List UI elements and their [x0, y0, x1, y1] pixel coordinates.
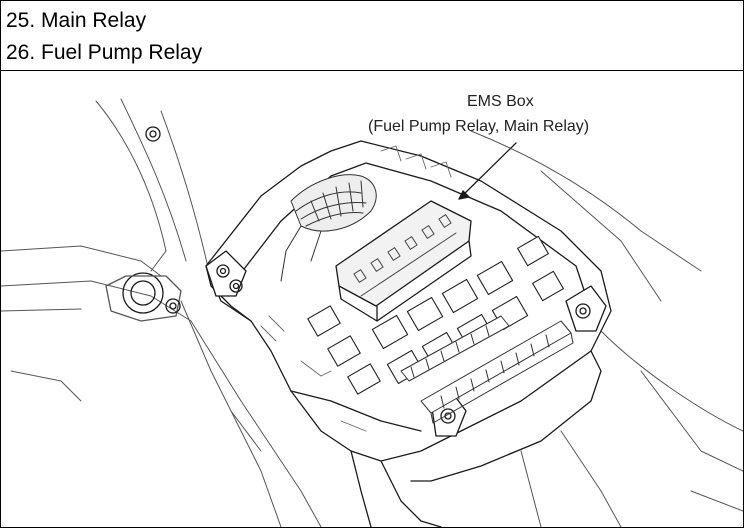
right-panel-lines	[470, 130, 744, 528]
relay-cover	[335, 200, 472, 322]
mounting-ear-left	[205, 250, 247, 297]
bolt-left-mount	[105, 272, 182, 322]
bolt-top-left	[145, 126, 161, 142]
legend-item-main-relay: 25. Main Relay	[6, 9, 147, 32]
ems-box-drawing	[0, 98, 744, 528]
body-panel-lines	[0, 98, 322, 528]
callout-title: EMS Box	[467, 93, 534, 110]
legend-header: 25. Main Relay 26. Fuel Pump Relay	[1, 1, 743, 71]
legend-item-fuel-pump-relay: 26. Fuel Pump Relay	[6, 41, 203, 64]
mounting-ear-right	[565, 285, 607, 332]
bolt-left-small	[165, 298, 181, 314]
wiring-harness	[280, 174, 377, 282]
callout-leader-arrow	[458, 142, 517, 200]
housing-ribs	[260, 145, 452, 432]
fuse-strip	[400, 315, 574, 424]
callout-subtitle: (Fuel Pump Relay, Main Relay)	[368, 118, 590, 135]
engine-bay-illustration: EMS Box (Fuel Pump Relay, Main Relay)	[0, 71, 744, 528]
